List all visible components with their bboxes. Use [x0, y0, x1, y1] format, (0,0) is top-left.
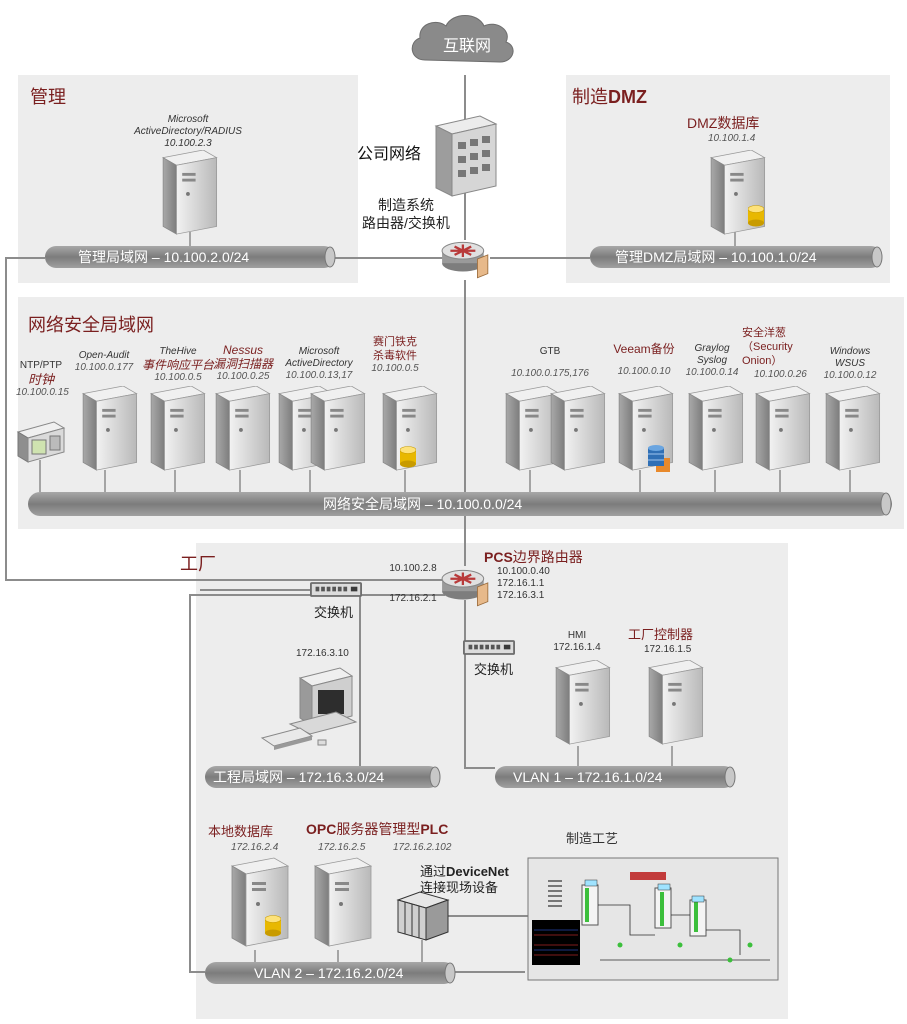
bus-engineering: [205, 766, 441, 788]
security-onion-label: 安全洋葱 （Security Onion）: [742, 327, 793, 367]
manufacturing-router-icon: [440, 241, 489, 279]
pcs-ip-left-1: 10.100.2.8: [389, 563, 437, 574]
management-bus-label: 管理局域网 – 10.100.2.0/24: [78, 249, 249, 265]
plc-ip: 172.16.2.102: [393, 842, 452, 853]
ntp-label: NTP/PTP 时钟 10.100.0.15: [16, 360, 69, 398]
plant-controller-ip: 172.16.1.5: [644, 644, 692, 655]
bus-vlan1: [495, 766, 736, 788]
ad-label: Microsoft ActiveDirectory 10.100.0.13,17: [285, 346, 353, 381]
local-db-ip: 172.16.2.4: [231, 842, 279, 853]
switch-icon: [463, 640, 515, 655]
thehive-server-icon: [150, 386, 206, 471]
veeam-server-icon: [618, 386, 674, 471]
internet-cloud-icon: [411, 15, 514, 63]
local-db-label: 本地数据库: [208, 824, 274, 839]
backup-database-icon: [648, 445, 670, 472]
graylog-label: Graylog Syslog 10.100.0.14: [685, 343, 739, 378]
pcs-router-label: PCS边界路由器: [484, 549, 583, 565]
workstation-icon: [260, 667, 358, 750]
dmz-zone-title: 制造DMZ: [572, 87, 647, 107]
veeam-label: Veeam备份 10.100.0.10: [613, 342, 675, 377]
bus-vlan2: [205, 962, 456, 984]
corporate-network-label: 公司网络: [357, 146, 422, 163]
database-icon: [265, 915, 281, 937]
manufacturing-router-label: 制造系统 路由器/交换机: [362, 197, 450, 231]
plant-controller-label: 工厂控制器: [628, 627, 694, 642]
ad-server-icon: [310, 386, 366, 471]
gtb-label: GTB 10.100.0.175,176: [511, 346, 589, 379]
vlan2-bus-label: VLAN 2 – 172.16.2.0/24: [254, 965, 404, 981]
opc-ip: 172.16.2.5: [318, 842, 366, 853]
hmi-label: HMI 172.16.1.4: [553, 630, 601, 653]
thehive-label: TheHive 事件响应平台 10.100.0.5: [141, 346, 214, 383]
workstation-ip: 172.16.3.10: [296, 648, 349, 659]
gtb-server-icon: [550, 386, 606, 471]
ad-radius-label: Microsoft ActiveDirectory/RADIUS 10.100.…: [134, 114, 242, 149]
open-audit-server-icon: [82, 386, 138, 471]
hmi-server-icon: [555, 660, 611, 745]
nessus-label: Nessus 漏洞扫描器 10.100.0.25: [212, 343, 273, 382]
pcs-ip-right: 10.100.0.40 172.16.1.1 172.16.3.1: [497, 566, 550, 601]
devicenet-label: 通过DeviceNet 连接现场设备: [420, 864, 509, 895]
engineering-bus-label: 工程局域网 – 172.16.3.0/24: [213, 769, 384, 785]
opc-server-icon: [314, 857, 372, 947]
ad-radius-server-icon: [162, 150, 218, 235]
nessus-server-icon: [215, 386, 271, 471]
switch-label: 交换机: [314, 605, 354, 620]
factory-zone-title: 工厂: [180, 554, 216, 574]
manufacturing-process-panel: [527, 857, 779, 981]
security-onion-server-icon: [755, 386, 811, 471]
plant-controller-icon: [648, 660, 704, 745]
pcs-ip-left-2: 172.16.2.1: [389, 593, 437, 604]
database-icon: [400, 446, 416, 468]
switch-icon: [310, 582, 362, 597]
switch-label: 交换机: [474, 662, 514, 677]
corporate-building-icon: [434, 115, 498, 197]
security-drop-lines: [39, 232, 851, 962]
graylog-server-icon: [688, 386, 744, 471]
ntp-clock-icon: [16, 421, 66, 463]
open-audit-label: Open-Audit 10.100.0.177: [74, 350, 134, 373]
wsus-label: Windows WSUS 10.100.0.12: [823, 346, 877, 381]
dmz-bus-label: 管理DMZ局域网 – 10.100.1.0/24: [615, 249, 817, 265]
database-icon: [748, 205, 764, 227]
security-bus-label: 网络安全局域网 – 10.100.0.0/24: [323, 496, 522, 512]
bus-management: [45, 246, 336, 268]
management-zone-title: 管理: [30, 87, 66, 107]
opc-plc-label: OPC服务器管理型PLC: [306, 821, 449, 837]
security-zone-title: 网络安全局域网: [28, 315, 154, 335]
dmz-db-ip: 10.100.1.4: [708, 133, 756, 144]
wsus-server-icon: [825, 386, 881, 471]
security-onion-ip: 10.100.0.26: [754, 369, 807, 380]
dmz-db-label: DMZ数据库: [687, 115, 760, 131]
bus-security: [28, 492, 892, 516]
vlan1-bus-label: VLAN 1 – 172.16.1.0/24: [513, 769, 663, 785]
bus-dmz: [590, 246, 883, 268]
antivirus-label: 赛门铁克 杀毒软件 10.100.0.5: [371, 336, 419, 374]
internet-label: 互联网: [443, 37, 491, 55]
plc-icon: [396, 891, 450, 941]
process-title: 制造工艺: [566, 831, 619, 846]
